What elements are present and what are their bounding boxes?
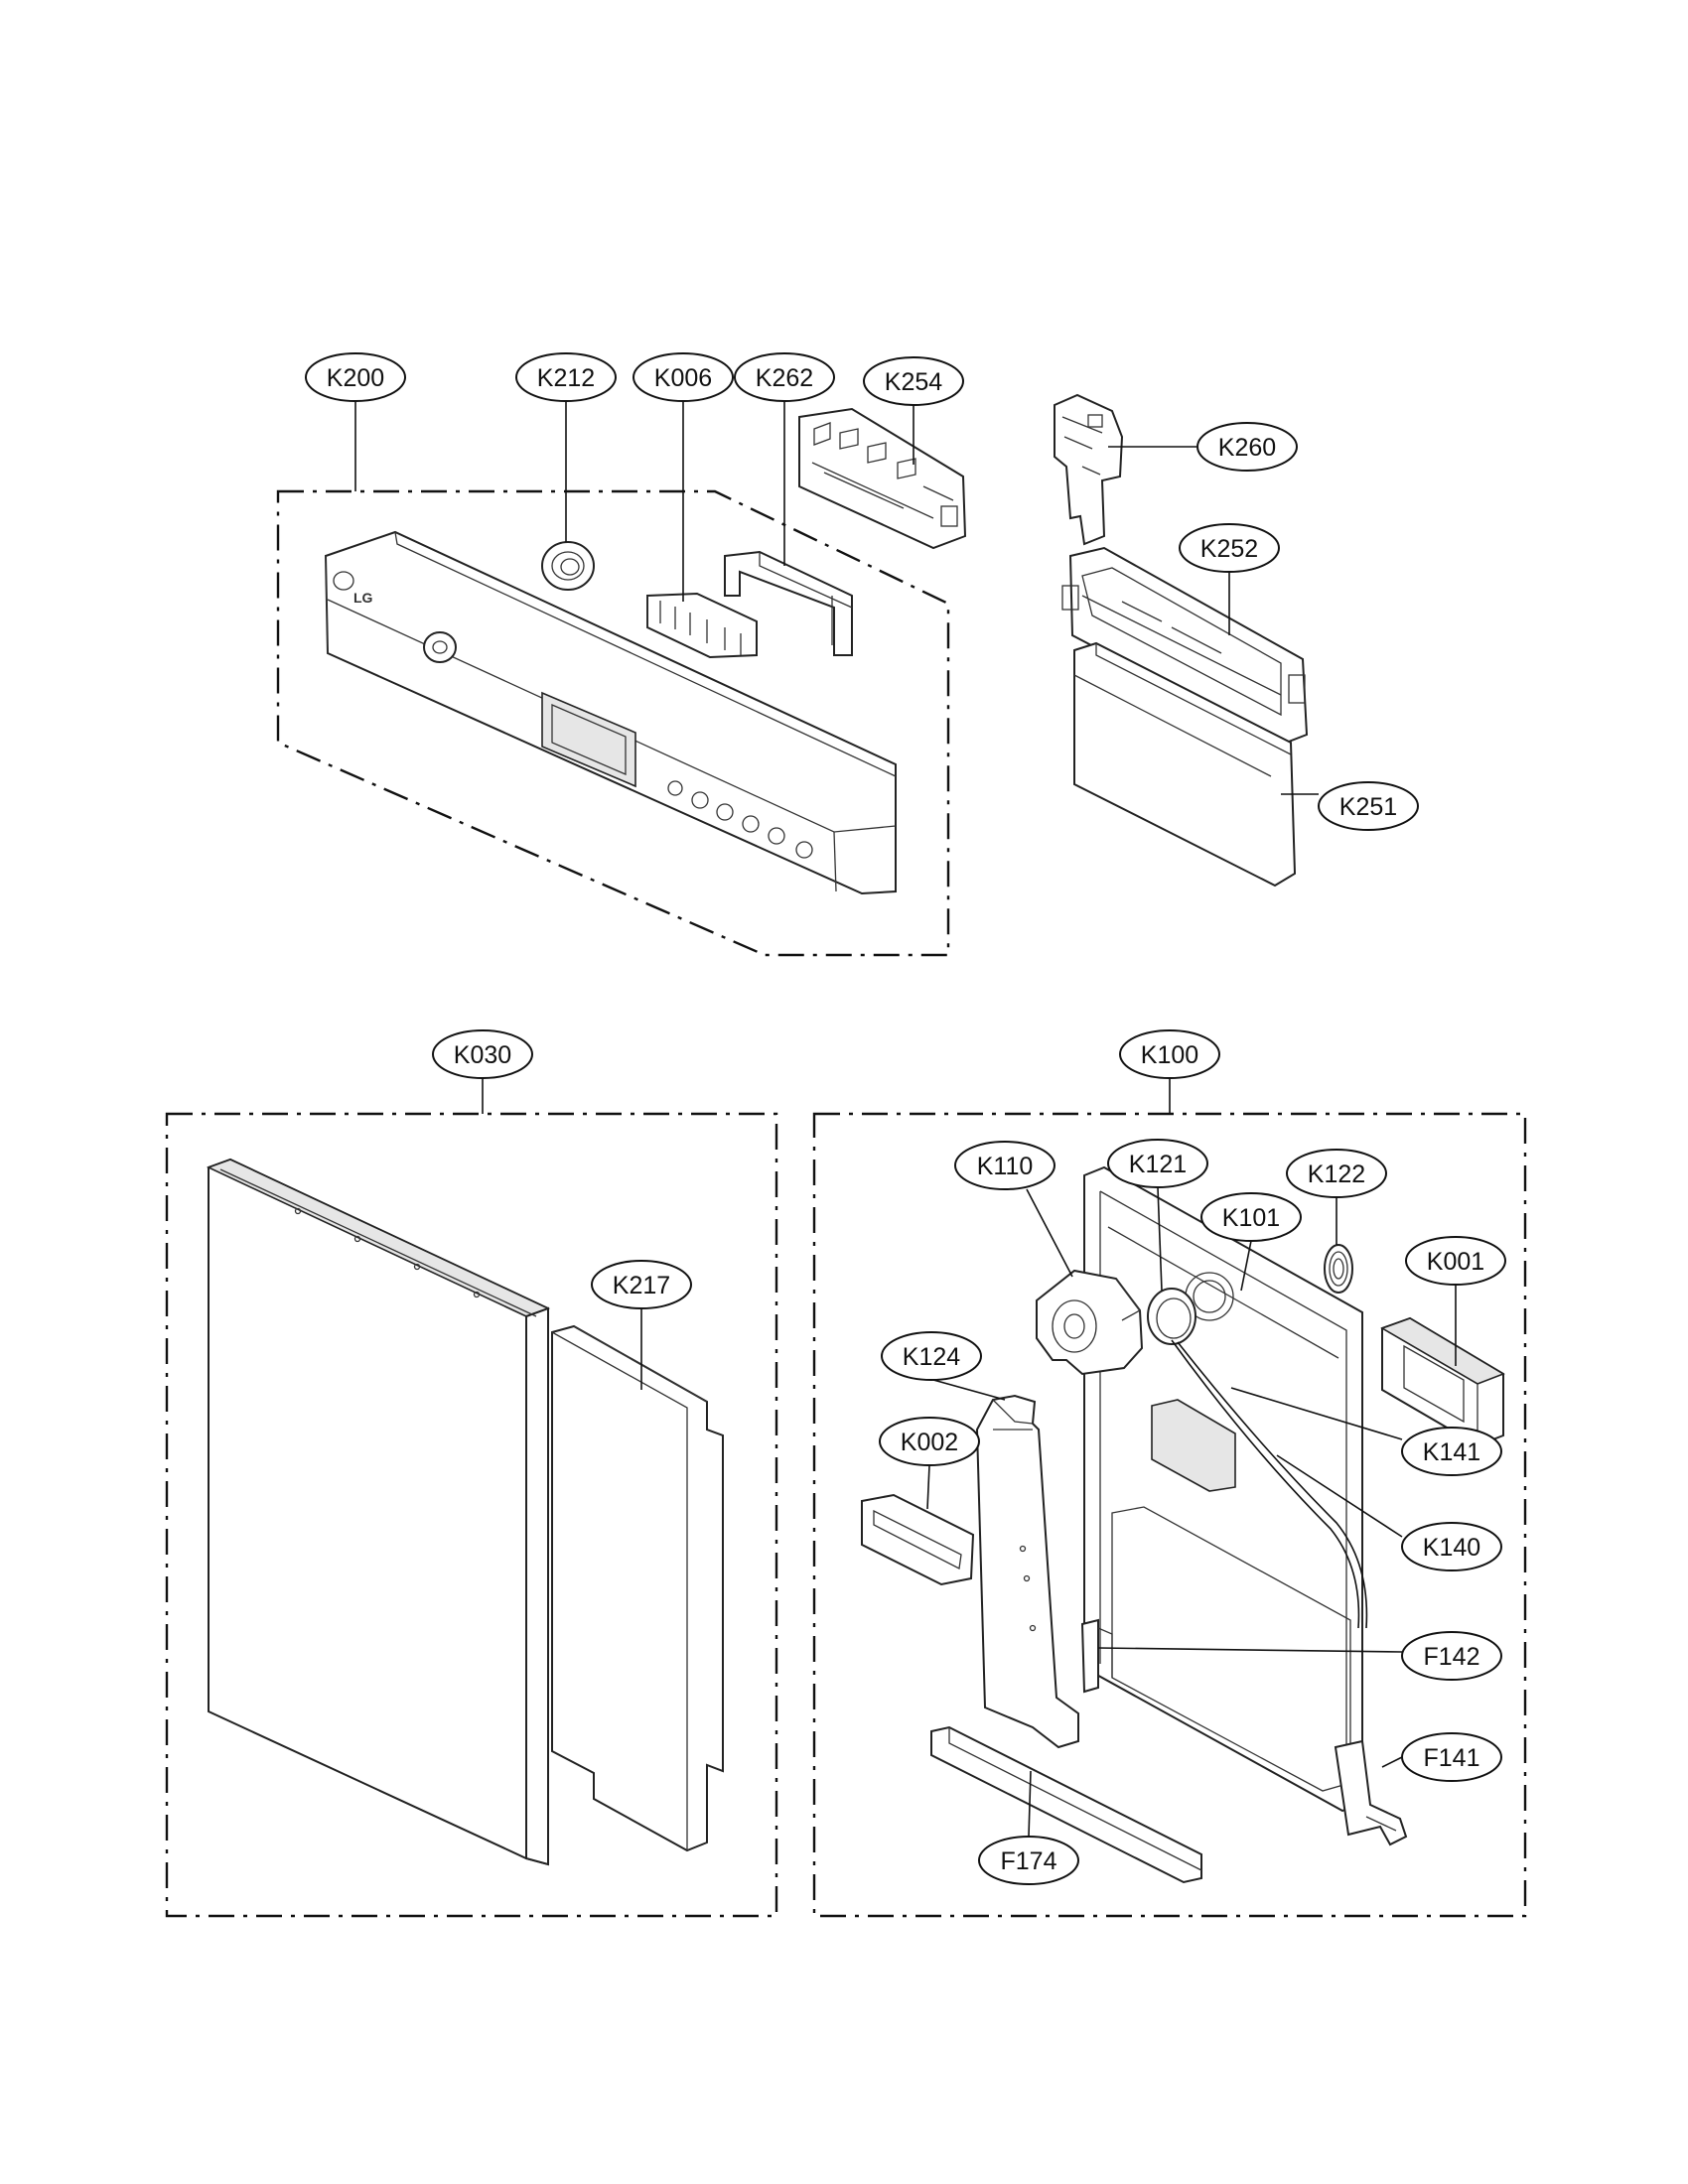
- display-bracket: [724, 550, 853, 656]
- hinge-bracket: [1080, 1618, 1113, 1694]
- callout-k252: K252: [1179, 523, 1280, 573]
- svg-text:K254: K254: [885, 368, 942, 396]
- main-pcb: [1061, 546, 1309, 747]
- callout-k030: K030: [432, 1029, 533, 1079]
- vent-fan-assembly: [1036, 1269, 1144, 1376]
- bottom-rail: [930, 1725, 1202, 1884]
- detergent-dispenser: [1380, 1316, 1505, 1447]
- svg-text:K252: K252: [1200, 535, 1258, 563]
- svg-text:K122: K122: [1308, 1160, 1365, 1188]
- callout-k121: K121: [1107, 1139, 1208, 1188]
- svg-text:K217: K217: [613, 1272, 670, 1299]
- door-insulation-panel: [551, 1324, 724, 1852]
- callout-k260: K260: [1196, 422, 1298, 472]
- callout-k101: K101: [1200, 1192, 1302, 1242]
- svg-text:K212: K212: [537, 364, 595, 392]
- callout-k200: K200: [305, 352, 406, 402]
- door-latch-actuator: [1054, 393, 1124, 546]
- callout-k110: K110: [954, 1141, 1055, 1190]
- callout-k217: K217: [591, 1260, 692, 1309]
- callout-k006: K006: [633, 352, 734, 402]
- svg-text:K006: K006: [654, 364, 712, 392]
- svg-text:K002: K002: [901, 1429, 958, 1456]
- vent-grommet: [1324, 1244, 1353, 1294]
- svg-text:K030: K030: [454, 1041, 511, 1069]
- svg-text:K124: K124: [903, 1343, 960, 1371]
- svg-text:K262: K262: [756, 364, 813, 392]
- callout-k100: K100: [1119, 1029, 1220, 1079]
- callout-k140: K140: [1401, 1522, 1502, 1571]
- callout-f142: F142: [1401, 1631, 1502, 1681]
- svg-text:K200: K200: [327, 364, 384, 392]
- control-panel-assembly-boundary: [276, 489, 950, 957]
- svg-text:F141: F141: [1424, 1744, 1480, 1772]
- svg-text:K251: K251: [1339, 793, 1397, 821]
- svg-text:K140: K140: [1423, 1534, 1480, 1562]
- callout-k122: K122: [1286, 1149, 1387, 1198]
- callouts: K200 K212 K006 K262 K254 K260 K252 K251: [305, 352, 1506, 1885]
- svg-text:K121: K121: [1129, 1151, 1187, 1178]
- callout-k254: K254: [863, 356, 964, 406]
- callout-k212: K212: [515, 352, 617, 402]
- pcb-cover: [1073, 641, 1297, 887]
- seal-ring: [1147, 1288, 1196, 1345]
- callout-k141: K141: [1401, 1427, 1502, 1476]
- control-panel: LG: [324, 530, 897, 895]
- tubing-loops: [1171, 1339, 1368, 1629]
- callout-k124: K124: [881, 1331, 982, 1381]
- door-handle-channel: [975, 1394, 1079, 1749]
- svg-text:K260: K260: [1218, 434, 1276, 462]
- svg-text:K101: K101: [1222, 1204, 1280, 1232]
- button-bar: [646, 592, 758, 659]
- control-pcb: [798, 407, 967, 550]
- knob-ring: [541, 541, 595, 591]
- svg-text:K110: K110: [977, 1153, 1034, 1180]
- callout-k251: K251: [1318, 781, 1419, 831]
- callout-f174: F174: [978, 1836, 1079, 1885]
- svg-text:K100: K100: [1141, 1041, 1198, 1069]
- svg-text:F142: F142: [1424, 1643, 1480, 1671]
- leader-lines: [354, 402, 1457, 1838]
- svg-text:K141: K141: [1423, 1438, 1480, 1466]
- outer-door-panel: [206, 1158, 551, 1866]
- door-assembly-boundary: [165, 1112, 778, 1918]
- callout-k002: K002: [879, 1417, 980, 1466]
- svg-text:F174: F174: [1001, 1847, 1057, 1875]
- detergent-frame: [861, 1493, 975, 1586]
- callout-k262: K262: [734, 352, 835, 402]
- svg-text:K001: K001: [1427, 1248, 1484, 1276]
- callout-f141: F141: [1401, 1732, 1502, 1782]
- callout-k001: K001: [1405, 1236, 1506, 1286]
- panel-logo: LG: [353, 590, 373, 606]
